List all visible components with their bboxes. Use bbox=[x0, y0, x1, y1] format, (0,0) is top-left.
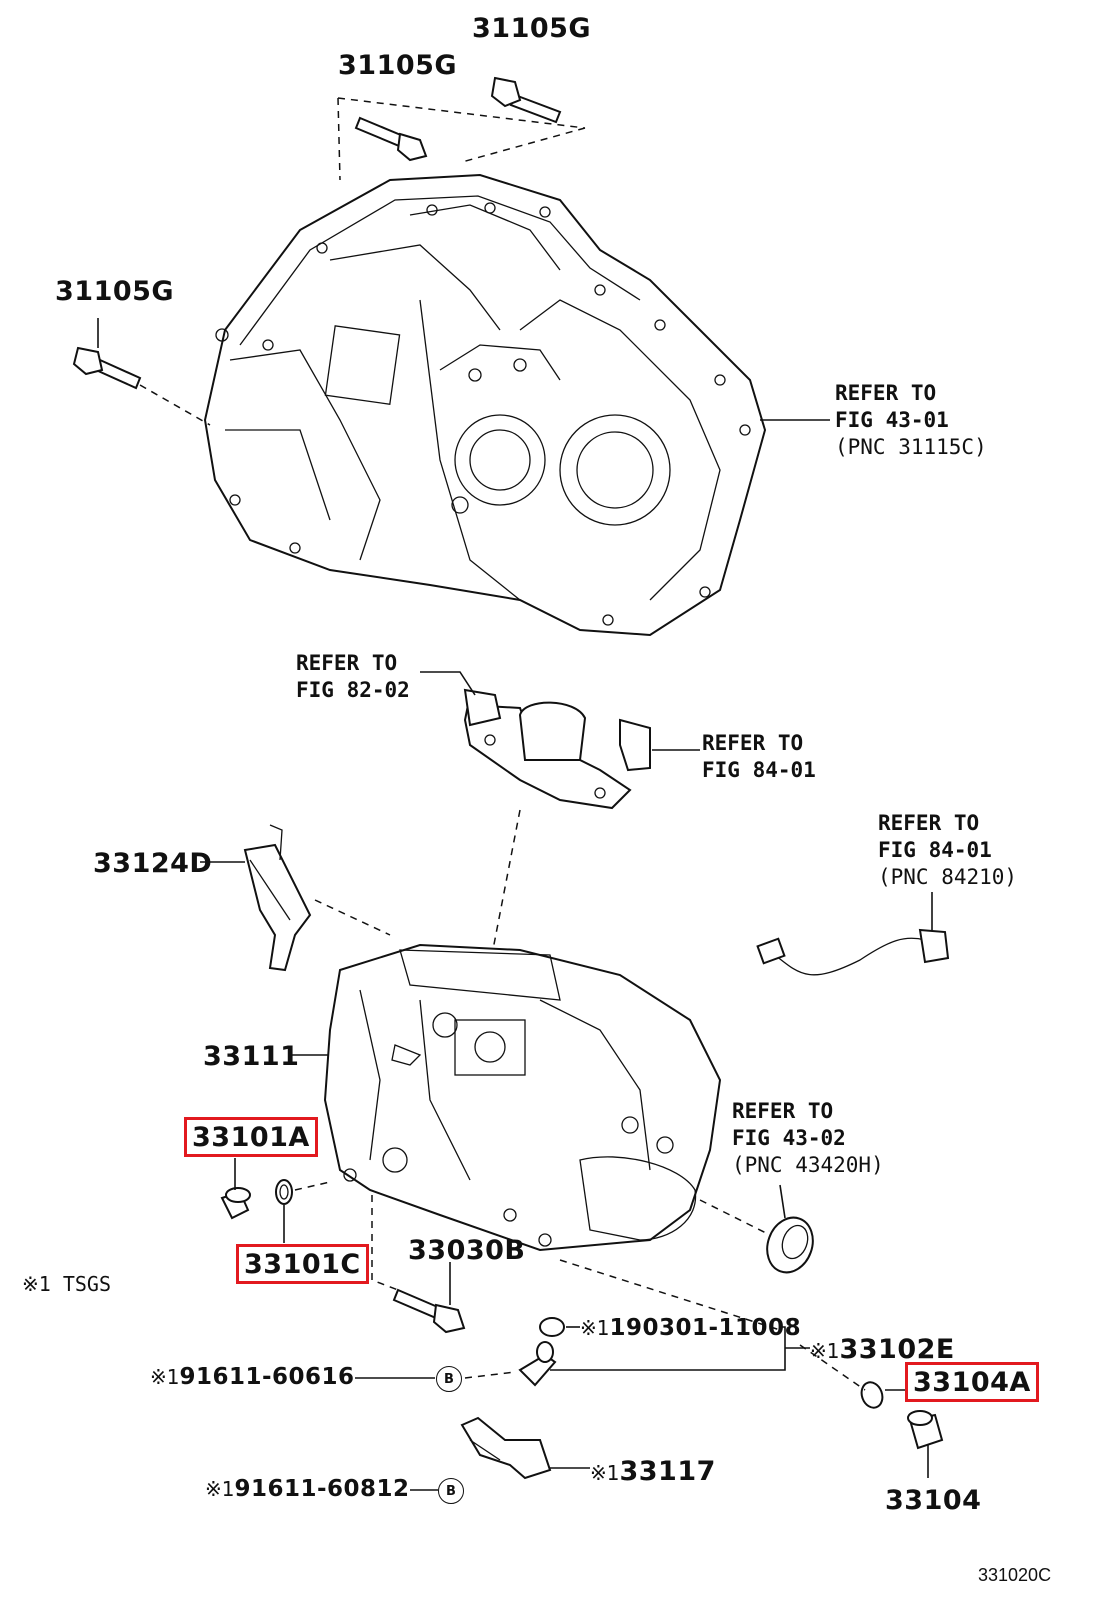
label-33102e[interactable]: ※133102E bbox=[810, 1334, 955, 1365]
bracket-bottom-part bbox=[460, 1416, 552, 1480]
label-31105g-left[interactable]: 31105G bbox=[55, 276, 175, 307]
refer-fig-84-01-a[interactable]: REFER TO FIG 84-01 bbox=[702, 731, 816, 782]
label-33101c[interactable]: 33101C bbox=[236, 1244, 369, 1284]
label-33104[interactable]: 33104 bbox=[885, 1485, 982, 1516]
bolt-top-left-part bbox=[354, 116, 428, 162]
label-clip[interactable]: ※1190301-11008 bbox=[580, 1315, 802, 1341]
clip-part bbox=[539, 1317, 565, 1337]
refer-fig-43-01[interactable]: REFER TO FIG 43-01 (PNC 31115C) bbox=[835, 381, 987, 459]
speed-sensor-part bbox=[756, 892, 950, 976]
bolt-bottom-part bbox=[392, 1288, 466, 1334]
label-91611-60812[interactable]: ※191611-60812 bbox=[205, 1476, 410, 1502]
asterisk-mark: ※1 bbox=[205, 1477, 235, 1501]
asterisk-mark: ※1 bbox=[810, 1339, 840, 1363]
gasket-right-part bbox=[860, 1381, 884, 1409]
plug-left-part bbox=[220, 1187, 251, 1220]
refer-fig-84-01-b[interactable]: REFER TO FIG 84-01 (PNC 84210) bbox=[878, 811, 1018, 889]
label-31105g-top-left[interactable]: 31105G bbox=[338, 50, 458, 81]
refer-fig-43-02[interactable]: REFER TO FIG 43-02 (PNC 43420H) bbox=[732, 1099, 884, 1177]
label-33101a[interactable]: 33101A bbox=[184, 1117, 318, 1157]
b-mark-1: B bbox=[436, 1366, 462, 1392]
figure-code: 331020C bbox=[978, 1565, 1052, 1585]
label-33104a[interactable]: 33104A bbox=[905, 1362, 1039, 1402]
label-33111[interactable]: 33111 bbox=[203, 1041, 300, 1072]
asterisk-mark: ※1 bbox=[580, 1316, 610, 1340]
b-mark-2: B bbox=[438, 1478, 464, 1504]
sensor-part bbox=[518, 1341, 557, 1387]
label-91611-60616[interactable]: ※191611-60616 bbox=[150, 1364, 355, 1390]
label-31105g-top-right[interactable]: 31105G bbox=[472, 13, 592, 44]
label-33124d[interactable]: 33124D bbox=[93, 848, 213, 879]
plug-right-part bbox=[907, 1410, 944, 1450]
refer-fig-82-02[interactable]: REFER TO FIG 82-02 bbox=[296, 651, 410, 702]
clutch-housing bbox=[203, 173, 767, 637]
bolt-left-part bbox=[72, 346, 142, 390]
label-33117[interactable]: ※133117 bbox=[590, 1456, 716, 1487]
note-tsgs: ※1 TSGS bbox=[22, 1272, 112, 1296]
bracket-part bbox=[243, 824, 312, 972]
asterisk-mark: ※1 bbox=[590, 1461, 620, 1485]
gasket-left-part bbox=[275, 1179, 293, 1205]
label-33030b[interactable]: 33030B bbox=[408, 1235, 526, 1266]
transmission-case bbox=[323, 943, 722, 1252]
bolt-top-right-part bbox=[490, 76, 562, 124]
shift-housing bbox=[463, 688, 651, 810]
asterisk-mark: ※1 bbox=[150, 1365, 180, 1389]
oil-seal-part bbox=[766, 1184, 814, 1274]
